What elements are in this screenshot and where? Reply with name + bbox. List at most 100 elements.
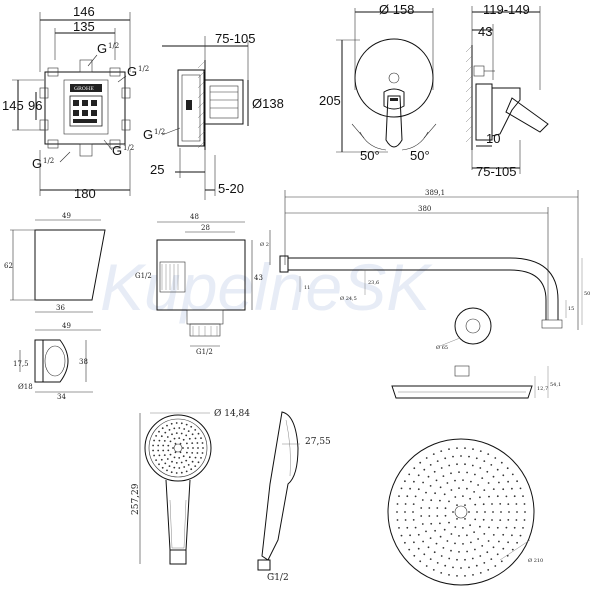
nozzle-dot (515, 503, 518, 505)
arm-total: 389,1 (425, 189, 445, 197)
nozzle-dot (153, 454, 156, 457)
nozzle-dot (462, 543, 464, 545)
nozzle-dot (482, 503, 485, 506)
nozzle-dot (163, 440, 166, 442)
nozzle-dot (456, 463, 458, 466)
nozzle-dot (185, 470, 188, 473)
nozzle-dot (180, 432, 183, 435)
g-bottom-left-label: G (32, 156, 42, 171)
nozzle-dot (166, 436, 169, 438)
nozzle-dot (454, 526, 457, 528)
nozzle-dot (471, 557, 474, 560)
shower-head-top-view: Ø 210 (387, 438, 543, 586)
nozzle-dot (428, 507, 431, 509)
nozzle-dot (479, 572, 482, 574)
nozzle-dot (474, 548, 476, 551)
nozzle-dot (185, 434, 188, 437)
nozzle-dot (169, 453, 172, 456)
hand-thread: G1/2 (267, 573, 289, 583)
nozzle-dot (166, 424, 168, 427)
nozzle-dot (182, 438, 185, 441)
head-spray-nozzles (396, 447, 526, 577)
nozzle-dot (470, 541, 472, 544)
nozzle-dot (450, 549, 452, 552)
nozzle-dot (479, 450, 482, 452)
nozzle-dot (483, 460, 486, 462)
nozzle-dot (430, 499, 433, 502)
dim-119-149: 119-149 (483, 2, 530, 17)
g-bottom-right-label: G (112, 143, 122, 158)
nozzle-dot (173, 427, 176, 430)
g-side-label: G (143, 127, 153, 142)
nozzle-dot (196, 452, 199, 454)
bracket-h62: 62 (4, 262, 13, 270)
nozzle-dot (448, 574, 450, 576)
dim-75-105-side: 75-105 (476, 164, 516, 179)
nozzle-dot (422, 540, 424, 543)
nozzle-dot (500, 511, 502, 513)
nozzle-dot (404, 541, 406, 544)
nozzle-dot (179, 442, 182, 445)
nozzle-dot (474, 518, 477, 521)
nozzle-dot (414, 526, 417, 529)
nozzle-dot (419, 560, 422, 563)
nozzle-dot (404, 503, 407, 505)
nozzle-dot (187, 447, 189, 449)
nozzle-dot (500, 560, 503, 563)
nozzle-dot (450, 533, 453, 535)
nozzle-dot (456, 504, 458, 506)
nozzle-dot (522, 495, 524, 497)
nozzle-dot (398, 495, 400, 497)
arm-len: 380 (418, 205, 431, 213)
nozzle-dot (171, 433, 173, 436)
nozzle-dot (186, 442, 188, 445)
nozzle-dot (479, 555, 482, 557)
nozzle-dot (522, 527, 524, 529)
nozzle-dot (425, 565, 428, 567)
nozzle-dot (417, 474, 420, 477)
nozzle-dot (448, 500, 450, 503)
nozzle-dot (439, 535, 442, 538)
bracket-d18: Ø18 (18, 383, 33, 391)
dim-10: 10 (486, 131, 500, 146)
mixer-front-view: Ø 158 205 50° 50° (319, 2, 437, 163)
nozzle-dot (446, 540, 449, 542)
mixer-side-view: 119-149 43 10 75-105 (465, 2, 549, 179)
nozzle-dot (487, 569, 490, 571)
nozzle-dot (194, 465, 197, 467)
nozzle-dot (464, 518, 466, 520)
nozzle-dot (202, 447, 204, 449)
g-right-fraction: 1/2 (138, 65, 149, 73)
nozzle-dot (500, 461, 503, 464)
nozzle-dot (170, 471, 173, 474)
nozzle-dot (468, 566, 470, 569)
nozzle-dot (477, 538, 479, 540)
nozzle-dot (152, 444, 155, 447)
nozzle-dot (406, 495, 409, 498)
nozzle-dot (481, 545, 484, 547)
nozzle-dot (413, 480, 415, 483)
nozzle-dot (173, 466, 176, 469)
g-top-fraction: 1/2 (108, 42, 119, 50)
nozzle-dot (477, 484, 479, 486)
nozzle-dot (157, 449, 160, 452)
nozzle-dot (175, 422, 178, 424)
nozzle-dot (160, 458, 163, 461)
nozzle-dot (440, 467, 443, 469)
nozzle-dot (194, 456, 197, 459)
nozzle-dot (190, 425, 193, 428)
nozzle-dot (161, 427, 164, 430)
nozzle-dot (423, 553, 426, 556)
g-bottom-right-fraction: 1/2 (123, 144, 134, 152)
bracket-w34: 34 (57, 393, 66, 401)
nozzle-dot (164, 431, 167, 434)
nozzle-dot (483, 533, 486, 535)
nozzle-dot (492, 475, 495, 478)
nozzle-dot (492, 534, 495, 536)
nozzle-dot (483, 489, 486, 491)
nozzle-dot (442, 547, 445, 549)
nozzle-dot (464, 447, 466, 449)
nozzle-dot (396, 519, 399, 521)
nozzle-dot (417, 533, 420, 536)
nozzle-dot (174, 451, 177, 454)
